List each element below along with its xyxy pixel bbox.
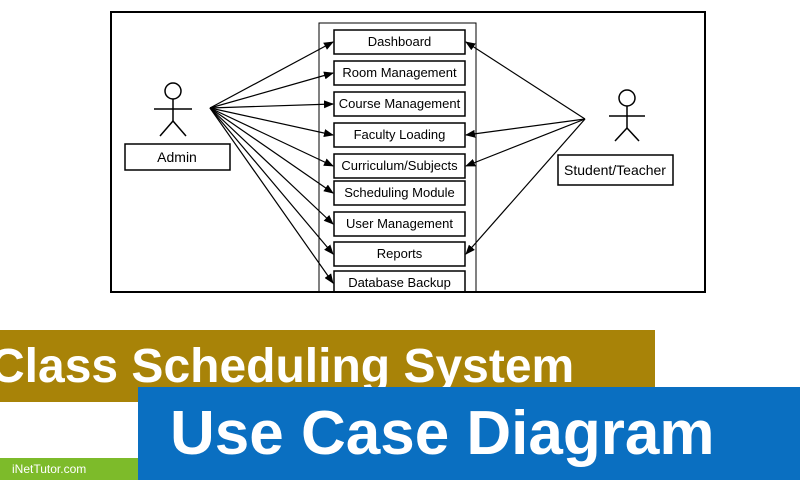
use-case-label: Dashboard bbox=[368, 34, 432, 49]
student-teacher-actor-icon bbox=[609, 89, 645, 142]
admin-actor-icon bbox=[154, 82, 192, 137]
admin-label: Admin bbox=[157, 149, 197, 165]
use-case-label: Scheduling Module bbox=[344, 185, 455, 200]
student-teacher-label: Student/Teacher bbox=[564, 162, 666, 178]
title-line-2: Use Case Diagram bbox=[170, 399, 715, 468]
student-teacher-label-box bbox=[557, 154, 674, 186]
title-line-1: Class Scheduling System bbox=[0, 340, 575, 393]
association-arrow bbox=[209, 41, 334, 109]
brand-text: iNetTutor.com bbox=[12, 462, 87, 476]
use-case-box bbox=[333, 180, 466, 206]
association-arrow bbox=[209, 107, 334, 284]
association-arrow bbox=[209, 107, 334, 167]
title-banner-bottom bbox=[138, 387, 800, 480]
use-case-box bbox=[333, 29, 466, 55]
use-case-box bbox=[333, 241, 466, 267]
use-case-label: Database Backup bbox=[348, 275, 451, 290]
use-case-label: Faculty Loading bbox=[354, 127, 446, 142]
association-arrow bbox=[465, 41, 586, 120]
association-arrow bbox=[209, 71, 334, 109]
use-case-label: User Management bbox=[346, 216, 453, 231]
use-case-box bbox=[333, 91, 466, 117]
admin-label-box bbox=[124, 143, 231, 171]
association-arrow bbox=[209, 107, 334, 137]
system-boundary bbox=[318, 22, 477, 291]
association-arrow bbox=[465, 118, 586, 138]
use-case-box bbox=[333, 211, 466, 237]
use-case-box bbox=[333, 60, 466, 86]
association-arrow bbox=[209, 107, 334, 225]
use-case-box bbox=[333, 153, 466, 179]
association-arrow bbox=[465, 118, 586, 167]
association-arrow bbox=[209, 107, 334, 194]
use-case-box bbox=[333, 122, 466, 148]
use-case-box bbox=[333, 270, 466, 291]
use-case-label: Course Management bbox=[339, 96, 461, 111]
association-arrow bbox=[465, 118, 586, 255]
use-case-label: Reports bbox=[377, 246, 423, 261]
use-case-label: Room Management bbox=[342, 65, 457, 80]
brand-badge bbox=[0, 458, 138, 480]
use-case-label: Curriculum/Subjects bbox=[341, 158, 458, 173]
association-arrow bbox=[209, 100, 334, 109]
association-arrow bbox=[209, 107, 334, 255]
